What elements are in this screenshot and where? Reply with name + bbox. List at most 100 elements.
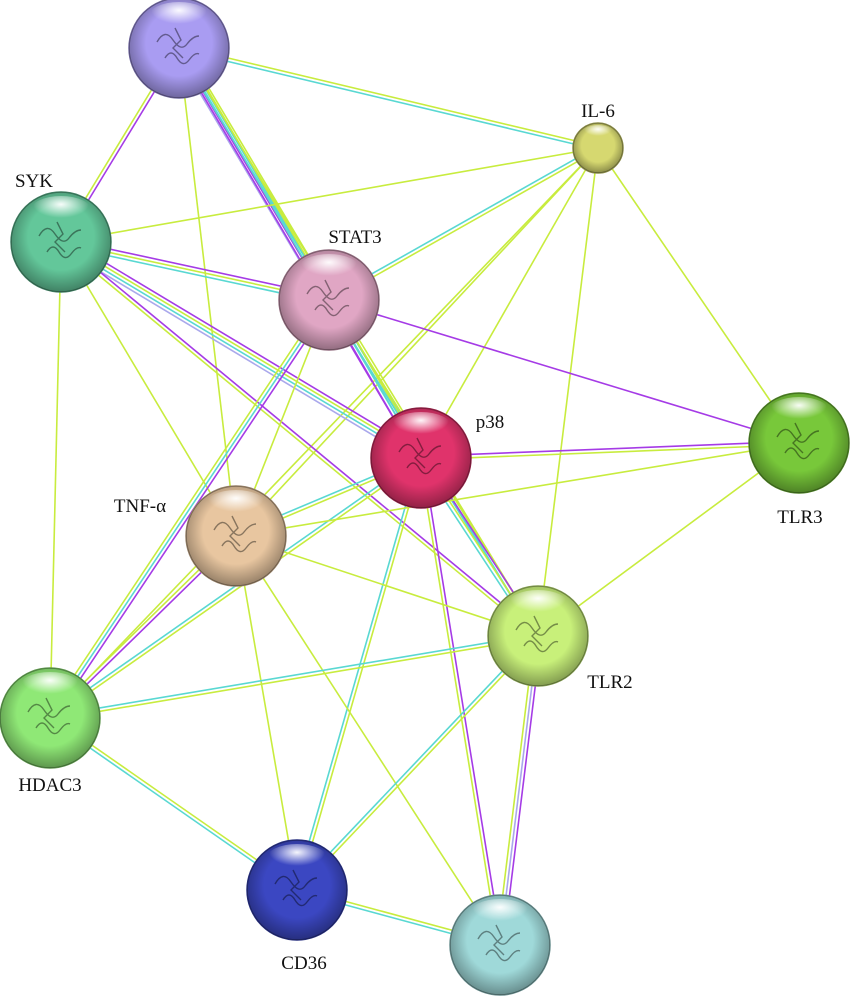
edge-line-yellowgreen [59, 242, 538, 638]
edge-line-cyan [294, 457, 421, 890]
node-label-hdac3: HDAC3 [18, 775, 81, 796]
edge-line-yellowgreen [235, 535, 539, 637]
node-highlight [148, 2, 210, 32]
edge-il6-hdac3 [49, 147, 599, 719]
node-cd36[interactable] [246, 839, 348, 941]
node-highlight [19, 672, 81, 702]
node-highlight [582, 125, 614, 140]
node-top[interactable] [128, 0, 230, 99]
edge-line-cyan [49, 299, 330, 719]
edge-line-yellowgreen [537, 442, 800, 637]
edge-il6-tlr3 [597, 147, 800, 444]
edge-line-yellowgreen [297, 636, 540, 892]
node-highlight [507, 590, 569, 620]
edge-line-purple [328, 299, 800, 444]
edge-line-yellowgreen [420, 147, 599, 459]
node-tnf[interactable] [185, 485, 287, 587]
edge-line-yellowgreen [235, 535, 501, 946]
edge-line-yellowgreen [178, 47, 237, 537]
edge-line-yellowgreen [49, 147, 599, 719]
edge-tlr2-cd36 [295, 634, 540, 892]
edge-line-yellowgreen [235, 535, 298, 891]
edge-line-cyan [178, 48, 598, 151]
edge-line-cyan [295, 634, 538, 890]
node-label-il6: IL-6 [581, 101, 615, 122]
node-syk[interactable] [10, 191, 112, 293]
node-highlight [390, 412, 452, 442]
edge-line-yellowgreen [329, 148, 600, 303]
edge-il6-syk [60, 147, 599, 243]
edge-line-purple [421, 457, 503, 945]
node-highlight [298, 254, 360, 284]
edge-il6-tnf [235, 147, 599, 537]
edge-p38-cd36 [294, 457, 424, 891]
node-label-syk: SYK [15, 171, 53, 192]
edge-line-yellowgreen [60, 241, 237, 537]
edge-line-yellowgreen [418, 458, 500, 946]
labels-layer: IL-6 SYK STAT3 p38 TLR3 TNF-α TLR2 HDAC3… [15, 101, 823, 974]
edge-line-cyan [327, 145, 598, 300]
edge-line-yellowgreen [50, 636, 539, 721]
edge-stat3-tlr3 [328, 299, 800, 444]
edge-line-purple [63, 236, 425, 455]
edge-syk-p38 [57, 236, 425, 464]
edge-line-yellowgreen [179, 45, 599, 148]
node-stat3[interactable] [278, 249, 380, 351]
edge-tlr3-tnf [235, 442, 800, 537]
node-highlight [30, 196, 92, 226]
edge-line-yellowgreen [235, 147, 599, 537]
edge-tlr3-tlr2 [537, 442, 800, 637]
edge-line-lavender [499, 635, 539, 946]
edge-line-purple [502, 636, 543, 946]
node-tlr3[interactable] [748, 392, 850, 494]
node-label-tlr2: TLR2 [587, 672, 632, 693]
node-label-tlr3: TLR3 [777, 507, 822, 528]
edge-tnf-cd36 [235, 535, 298, 891]
node-tlr2[interactable] [487, 585, 589, 687]
edge-line-lavender [57, 245, 419, 464]
edge-il6-tlr2 [537, 147, 599, 637]
edge-top-tnf [178, 47, 237, 537]
edge-line-yellowgreen [537, 147, 599, 637]
edge-syk-hdac3 [49, 241, 62, 719]
edge-line-yellowgreen [60, 147, 599, 243]
edge-line-yellowgreen [297, 458, 424, 891]
node-hdac3[interactable] [0, 667, 101, 769]
edge-line-yellowgreen [61, 239, 423, 458]
edge-line-yellowgreen [50, 458, 423, 721]
edge-tnf-bottom [235, 535, 501, 946]
edge-line-yellowgreen [179, 46, 541, 636]
edge-line-purple [61, 240, 540, 636]
node-il6[interactable] [572, 122, 624, 174]
edge-il6-stat3 [327, 145, 600, 303]
edge-line-yellowgreen [235, 442, 800, 537]
edge-tlr2-bottom [495, 635, 543, 946]
edge-syk-tlr2 [59, 240, 540, 638]
edge-p38-bottom [418, 457, 503, 946]
node-label-stat3: STAT3 [328, 227, 381, 248]
node-p38[interactable] [370, 407, 472, 509]
node-highlight [266, 844, 328, 874]
node-highlight [469, 899, 531, 929]
edge-line-yellowgreen [597, 147, 800, 444]
edge-line-yellowgreen [495, 635, 536, 945]
edge-tnf-tlr2 [235, 535, 539, 637]
node-highlight [205, 490, 267, 520]
node-label-p38: p38 [476, 412, 505, 433]
node-label-tnf: TNF-α [114, 496, 166, 517]
edge-line-yellowgreen [49, 241, 62, 719]
edge-line-cyan [49, 633, 538, 718]
edge-tlr2-hdac3 [49, 633, 539, 721]
edge-stat3-hdac3 [46, 297, 333, 721]
node-label-cd36: CD36 [281, 953, 326, 974]
edge-line-yellowgreen [46, 297, 327, 717]
edge-il6-p38 [420, 147, 599, 459]
edge-p38-tlr3 [420, 440, 800, 461]
node-bottom[interactable] [449, 894, 551, 996]
edge-line-yellowgreen [421, 443, 800, 461]
edge-syk-tnf [60, 241, 237, 537]
edge-line-cyan [59, 242, 421, 461]
edge-top-il6 [178, 45, 599, 151]
